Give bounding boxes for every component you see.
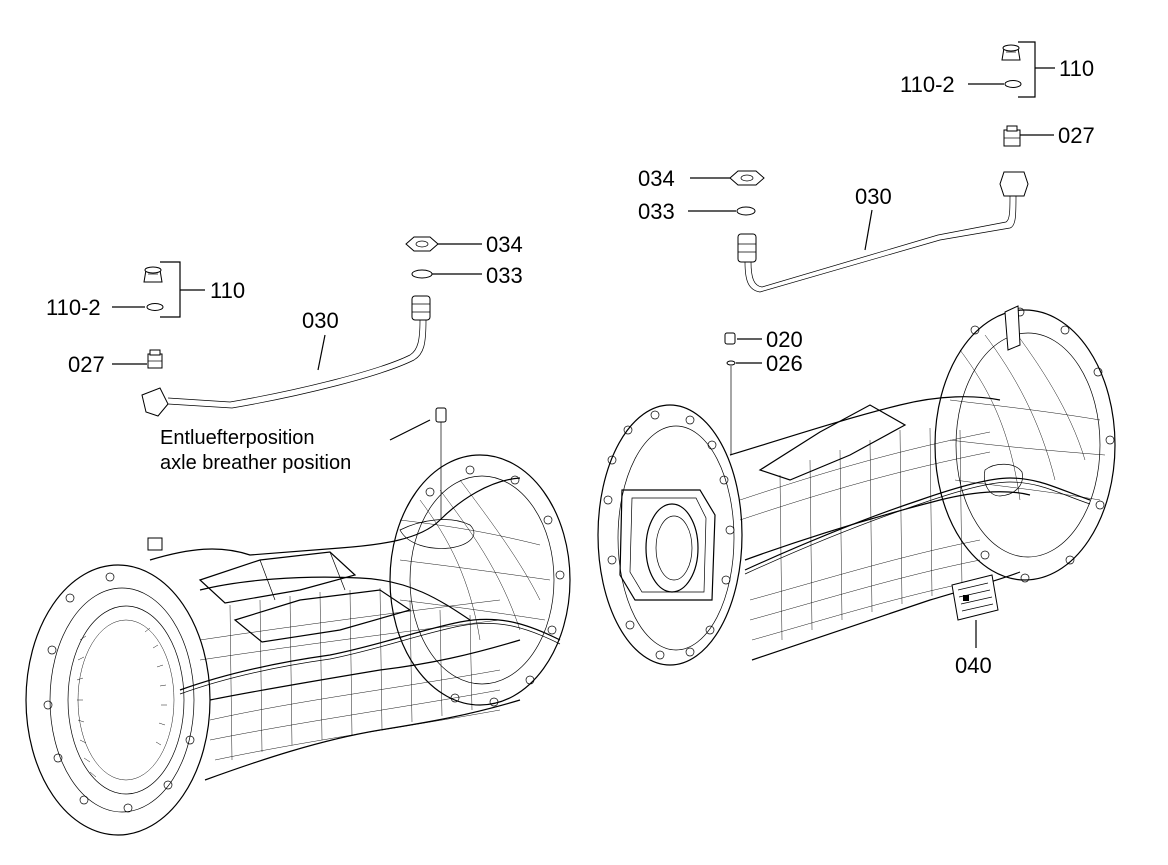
right-oring-033 [736, 206, 756, 216]
label-right-020: 020 [766, 327, 803, 352]
right-axle-housing [597, 305, 1116, 666]
left-nut-034 [405, 236, 439, 252]
label-right-110: 110 [1059, 56, 1094, 81]
label-right-040: 040 [955, 653, 992, 678]
left-plug-110 [143, 266, 163, 283]
label-right-033: 033 [638, 199, 675, 224]
right-washer-026 [726, 360, 736, 366]
right-nut-034 [729, 170, 765, 186]
right-plug-110 [1001, 44, 1021, 61]
breather-note-en: axle breather position [160, 452, 351, 474]
label-right-027: 027 [1058, 123, 1095, 148]
label-left-027: 027 [68, 352, 105, 377]
left-oring-110-2 [146, 303, 164, 311]
left-oring-033 [411, 269, 433, 279]
label-right-030: 030 [855, 184, 892, 209]
label-right-026: 026 [766, 351, 803, 376]
label-right-034: 034 [638, 166, 675, 191]
right-oring-110-2 [1004, 80, 1022, 88]
label-left-110-2: 110-2 [46, 295, 101, 320]
left-pipe-030 [141, 295, 431, 417]
label-left-110: 110 [210, 278, 245, 303]
right-pipe-030 [737, 171, 1029, 293]
breather-note-de: Entluefterposition [160, 427, 315, 449]
label-right-110-2: 110-2 [900, 72, 955, 97]
breather-plug [435, 407, 447, 520]
right-nameplate-040 [951, 574, 999, 621]
label-left-034: 034 [486, 232, 523, 257]
left-110-bracket [160, 261, 181, 318]
label-left-033: 033 [486, 263, 523, 288]
label-left-030: 030 [302, 308, 339, 333]
left-fitting-027 [147, 349, 163, 369]
right-plug-020 [724, 332, 736, 345]
right-fitting-027 [1003, 125, 1021, 147]
left-axle-housing [25, 454, 571, 836]
right-110-bracket [1018, 41, 1036, 98]
